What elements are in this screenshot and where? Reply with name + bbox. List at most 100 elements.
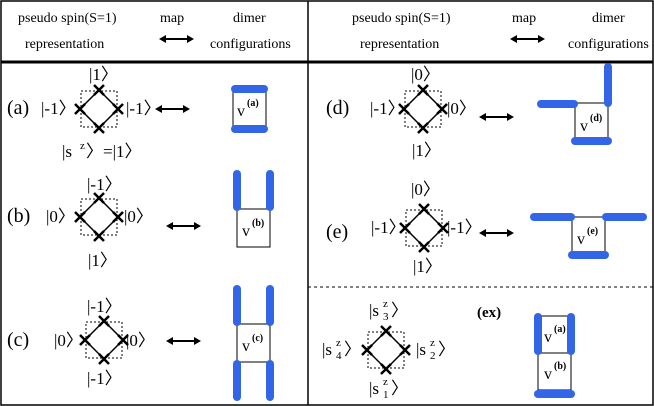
dimer-bond (602, 213, 647, 221)
panel-d-label: (d) (326, 97, 349, 119)
panel-b-dimer-label: v (242, 223, 250, 240)
dimer-bond (534, 313, 542, 355)
header-right-dimer-1: dimer (592, 11, 625, 26)
s3-sup: z (383, 298, 388, 310)
header-right: pseudo spin(S=1) representation map dime… (352, 11, 649, 52)
dimer-bond (231, 125, 268, 133)
header-left-title-1: pseudo spin(S=1) (18, 11, 117, 26)
panel-a-dimer: v (a) (231, 85, 268, 133)
panel-b-label: (b) (7, 205, 30, 227)
panel-b-plaquette (74, 192, 124, 242)
panel-a-sz-ket: |s (62, 142, 72, 161)
panel-c-dimer: v (c) (233, 285, 274, 401)
panel-b-dimer-sup: (b) (252, 218, 264, 229)
panel-a-sz-eq: |s z 〉=|1〉 (62, 140, 142, 161)
panel-ex-s2: |s z 2 〉 (416, 337, 455, 362)
s1-sup: z (383, 376, 388, 388)
panel-a: (a) |1〉 |-1〉 |-1〉 |s z 〉=|1〉 (7, 65, 268, 161)
panel-a-sz-value: 〉=|1〉 (86, 142, 142, 161)
panel-ex-s3: |s z 3 〉 (369, 298, 408, 323)
panel-a-dimer-sup: (a) (247, 98, 259, 109)
panel-e-dimer-sup: (e) (587, 226, 598, 237)
s1-ket: |s (369, 379, 379, 398)
header-right-arrow (510, 35, 545, 43)
dimer-bond (604, 63, 612, 107)
panel-e-top-state: |0〉 (411, 180, 440, 199)
panel-e-plaquette (399, 203, 449, 253)
panel-d-arrow (479, 113, 514, 121)
s2-sup: z (430, 337, 435, 349)
s2-tail: 〉 (438, 340, 455, 359)
s3-ket: |s (369, 301, 379, 320)
s1-tail: 〉 (391, 379, 408, 398)
panel-e-dimer-label: v (577, 231, 585, 248)
panel-a-label: (a) (7, 97, 29, 119)
header-left-arrow (159, 35, 194, 43)
dimer-bond (534, 390, 575, 398)
panel-ex: (ex) |s z 3 〉 |s z 4 〉 |s z 2 〉 |s z 1 〉 (322, 298, 575, 401)
panel-d-right-state: |0〉 (447, 99, 476, 118)
panel-a-right-state: |-1〉 (126, 99, 161, 118)
panel-d-bottom-state: |1〉 (412, 141, 441, 160)
panel-b-right-state: |0〉 (124, 207, 153, 226)
dimer-bond (233, 285, 241, 326)
panel-a-left-state: |-1〉 (41, 99, 76, 118)
dimer-bond (231, 85, 268, 93)
panel-e-left-state: |-1〉 (371, 218, 406, 237)
panel-e-bottom-state: |1〉 (413, 257, 442, 276)
header-left: pseudo spin(S=1) representation map dime… (18, 11, 291, 52)
panel-ex-label: (ex) (477, 305, 501, 321)
header-left-map: map (160, 11, 184, 26)
dimer-bond (266, 285, 274, 326)
ex-top-dimer-label: v (544, 329, 552, 346)
s3-tail: 〉 (391, 301, 408, 320)
panel-b-dimer: v (b) (233, 170, 274, 248)
panel-ex-s4: |s z 4 〉 (322, 337, 361, 362)
s4-tail: 〉 (344, 340, 361, 359)
s4-sub: 4 (336, 350, 342, 362)
panel-b-left-state: |0〉 (46, 207, 75, 226)
panel-c-bottom-state: |-1〉 (87, 369, 122, 388)
panel-a-arrow (155, 105, 190, 113)
panel-c-plaquette (79, 315, 129, 365)
panel-e-dimer: v (e) (530, 213, 647, 259)
panel-e-arrow (479, 229, 514, 237)
ex-bottom-dimer-label: v (544, 366, 552, 383)
dimer-bond (571, 137, 612, 145)
panel-c-arrow (166, 337, 201, 345)
panel-d-plaquette (398, 84, 448, 134)
panel-a-sz-sup: z (80, 140, 85, 152)
header-left-title-2: representation (25, 37, 104, 52)
panel-a-top-state: |1〉 (89, 65, 118, 84)
ex-top-dimer-sup: (a) (554, 324, 566, 335)
s3-sub: 3 (383, 311, 389, 323)
panel-d-dimer-sup: (d) (590, 113, 602, 124)
ex-bottom-dimer-sup: (b) (554, 361, 566, 372)
dimer-bond (233, 360, 241, 401)
header-left-dimer-2: configurations (210, 37, 291, 52)
dimer-bond (537, 100, 578, 108)
panel-b-arrow (166, 222, 201, 230)
panel-c-dimer-sup: (c) (252, 333, 263, 344)
panel-ex-dimer: v (a) v (b) (534, 313, 575, 398)
panel-c-right-state: |0〉 (126, 331, 155, 350)
dimer-bond (266, 360, 274, 401)
panel-c: (c) |-1〉 |0〉 |0〉 |-1〉 v (c) (7, 285, 274, 401)
header-right-title-2: representation (360, 37, 439, 52)
panel-d-dimer: v (d) (537, 63, 612, 145)
s4-sup: z (336, 337, 341, 349)
panel-a-plaquette (74, 84, 124, 134)
dimer-bond (567, 313, 575, 355)
panel-ex-s1: |s z 1 〉 (369, 376, 408, 401)
panel-c-dimer-label: v (242, 338, 250, 355)
s2-ket: |s (416, 340, 426, 359)
panel-b: (b) |-1〉 |0〉 |0〉 |1〉 v (b) (7, 170, 274, 270)
dimer-bond (530, 213, 575, 221)
panel-e-right-state: |-1〉 (447, 218, 482, 237)
panel-c-label: (c) (7, 329, 29, 351)
panel-d-left-state: |-1〉 (370, 99, 405, 118)
s4-ket: |s (322, 340, 332, 359)
header-right-title-1: pseudo spin(S=1) (352, 11, 451, 26)
